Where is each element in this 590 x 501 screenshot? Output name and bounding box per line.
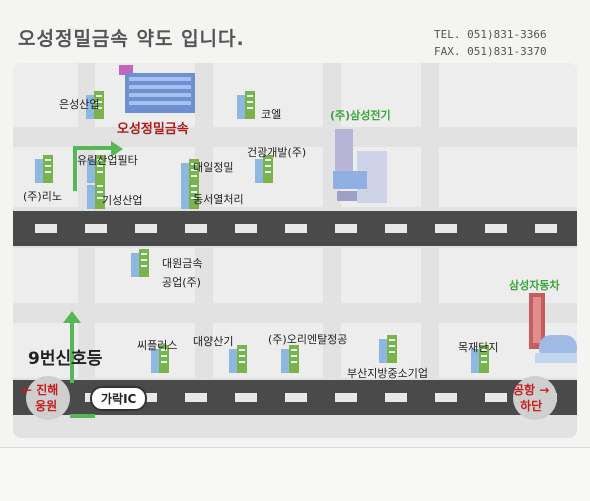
- building-icon: [87, 155, 105, 183]
- map-block: [95, 147, 195, 207]
- route-line: [70, 319, 74, 383]
- place-label: 기성산업: [102, 194, 143, 207]
- route-line: [73, 146, 77, 191]
- samsung-electro-building-icon: [333, 129, 387, 203]
- left-end-circle: [26, 376, 70, 420]
- left-destination: ← 진해 웅원: [22, 383, 59, 413]
- place-label: 공업(주): [162, 276, 201, 289]
- place-label: 부산지방중소기업: [347, 367, 428, 380]
- right-end-circle: [513, 376, 557, 420]
- place-label: 유림산업필타: [77, 154, 138, 167]
- footer-area: [0, 447, 590, 501]
- map-block: [439, 248, 577, 303]
- contact-info: TEL. 051)831-3366 FAX. 051)831-3370: [434, 26, 547, 60]
- place-label: 은성산업: [59, 98, 100, 111]
- building-icon: [229, 345, 247, 373]
- map-block: [13, 63, 78, 127]
- building-icon: [181, 159, 199, 187]
- company-building-icon: [119, 65, 195, 113]
- map-block: [439, 63, 577, 127]
- place-label: 씨플러스: [137, 339, 178, 352]
- map-block: [13, 248, 78, 303]
- place-label: (주)리노: [23, 190, 62, 203]
- right-arrow-icon: →: [539, 383, 550, 397]
- fax-number: FAX. 051)831-3370: [434, 45, 547, 58]
- main-road-upper: [13, 211, 577, 246]
- map-area: 오성정밀금속 ← 진해 웅원 공항 → 하단 가락IC 9번신호등 은: [13, 63, 577, 438]
- signal-label: 9번신호등: [28, 349, 103, 369]
- right-destination: 공항 → 하단: [513, 383, 550, 413]
- samsung-motors-building-icon: [529, 293, 577, 363]
- page-title: 오성정밀금속 약도 입니다.: [18, 28, 245, 50]
- building-icon: [181, 181, 199, 209]
- map-block: [213, 63, 323, 127]
- map-block: [439, 147, 577, 207]
- map-block: [341, 248, 421, 303]
- building-icon: [86, 91, 104, 119]
- place-label: 목재단지: [458, 341, 499, 354]
- place-label: 대원금속: [162, 257, 203, 270]
- route-line: [73, 146, 115, 150]
- place-label: (주)오리엔탈정공: [268, 333, 348, 346]
- building-icon: [471, 345, 489, 373]
- building-icon: [281, 345, 299, 373]
- map-block: [341, 63, 421, 127]
- place-label-samsung-motors: 삼성자동차: [509, 279, 560, 292]
- route-arrow-right-icon: [111, 141, 123, 157]
- gorak-ic-label: 가락IC: [90, 386, 148, 411]
- building-icon: [131, 249, 149, 277]
- map-block: [95, 323, 195, 378]
- map-block: [213, 248, 323, 303]
- place-label: 대양산기: [193, 335, 234, 348]
- route-arrow-up-icon: [63, 311, 81, 323]
- route-line: [70, 414, 95, 418]
- map-block: [13, 323, 78, 378]
- building-icon: [35, 155, 53, 183]
- place-label: 코엘: [261, 108, 282, 121]
- building-icon: [237, 91, 255, 119]
- place-label: 동서열처리: [193, 193, 244, 206]
- left-arrow-icon: ←: [22, 383, 33, 397]
- building-icon: [255, 155, 273, 183]
- place-label: 건광개발(주): [247, 146, 307, 159]
- building-icon: [87, 181, 105, 209]
- company-label: 오성정밀금속: [117, 122, 189, 137]
- building-icon: [151, 345, 169, 373]
- place-label-samsung-electro: (주)삼성전기: [330, 109, 391, 122]
- tel-number: TEL. 051)831-3366: [434, 28, 547, 41]
- place-label: 대일정밀: [193, 161, 234, 174]
- building-icon: [379, 335, 397, 363]
